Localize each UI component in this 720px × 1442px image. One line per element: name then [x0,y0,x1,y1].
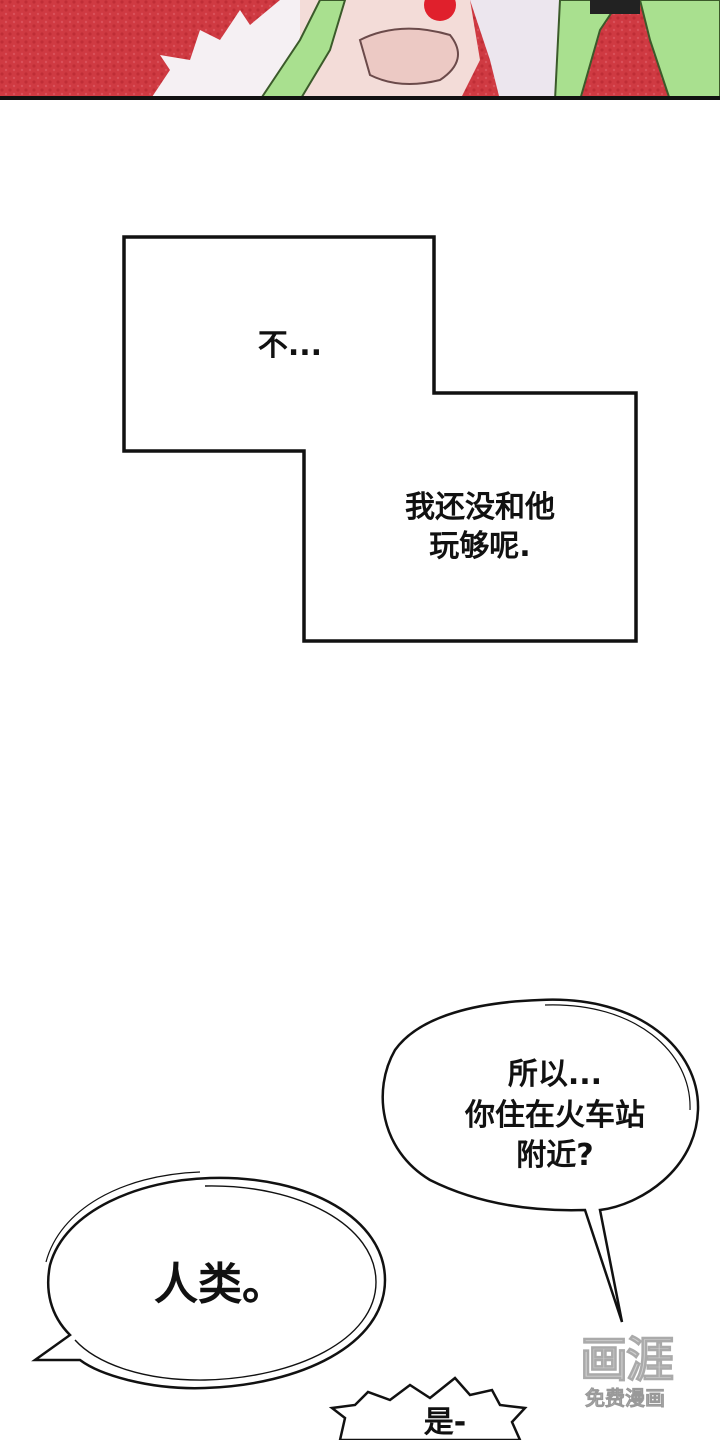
speech-text-train-station: 所以... 你住在火车站 附近? [465,1057,645,1173]
caption-text-no: 不... [257,328,323,363]
art-panel-top [0,0,720,100]
watermark-subtitle: 免费漫画 [585,1386,666,1411]
watermark-logo: 画涯 [579,1332,674,1389]
art-illustration [0,0,720,100]
panel-border [0,96,720,100]
speech-text-yes: 是- [423,1405,467,1440]
caption-text-not-done: 我还没和他 玩够呢. [405,490,555,564]
speech-text-human: 人类。 [154,1259,286,1310]
watermark: 画涯 免费漫画 [562,1320,688,1418]
